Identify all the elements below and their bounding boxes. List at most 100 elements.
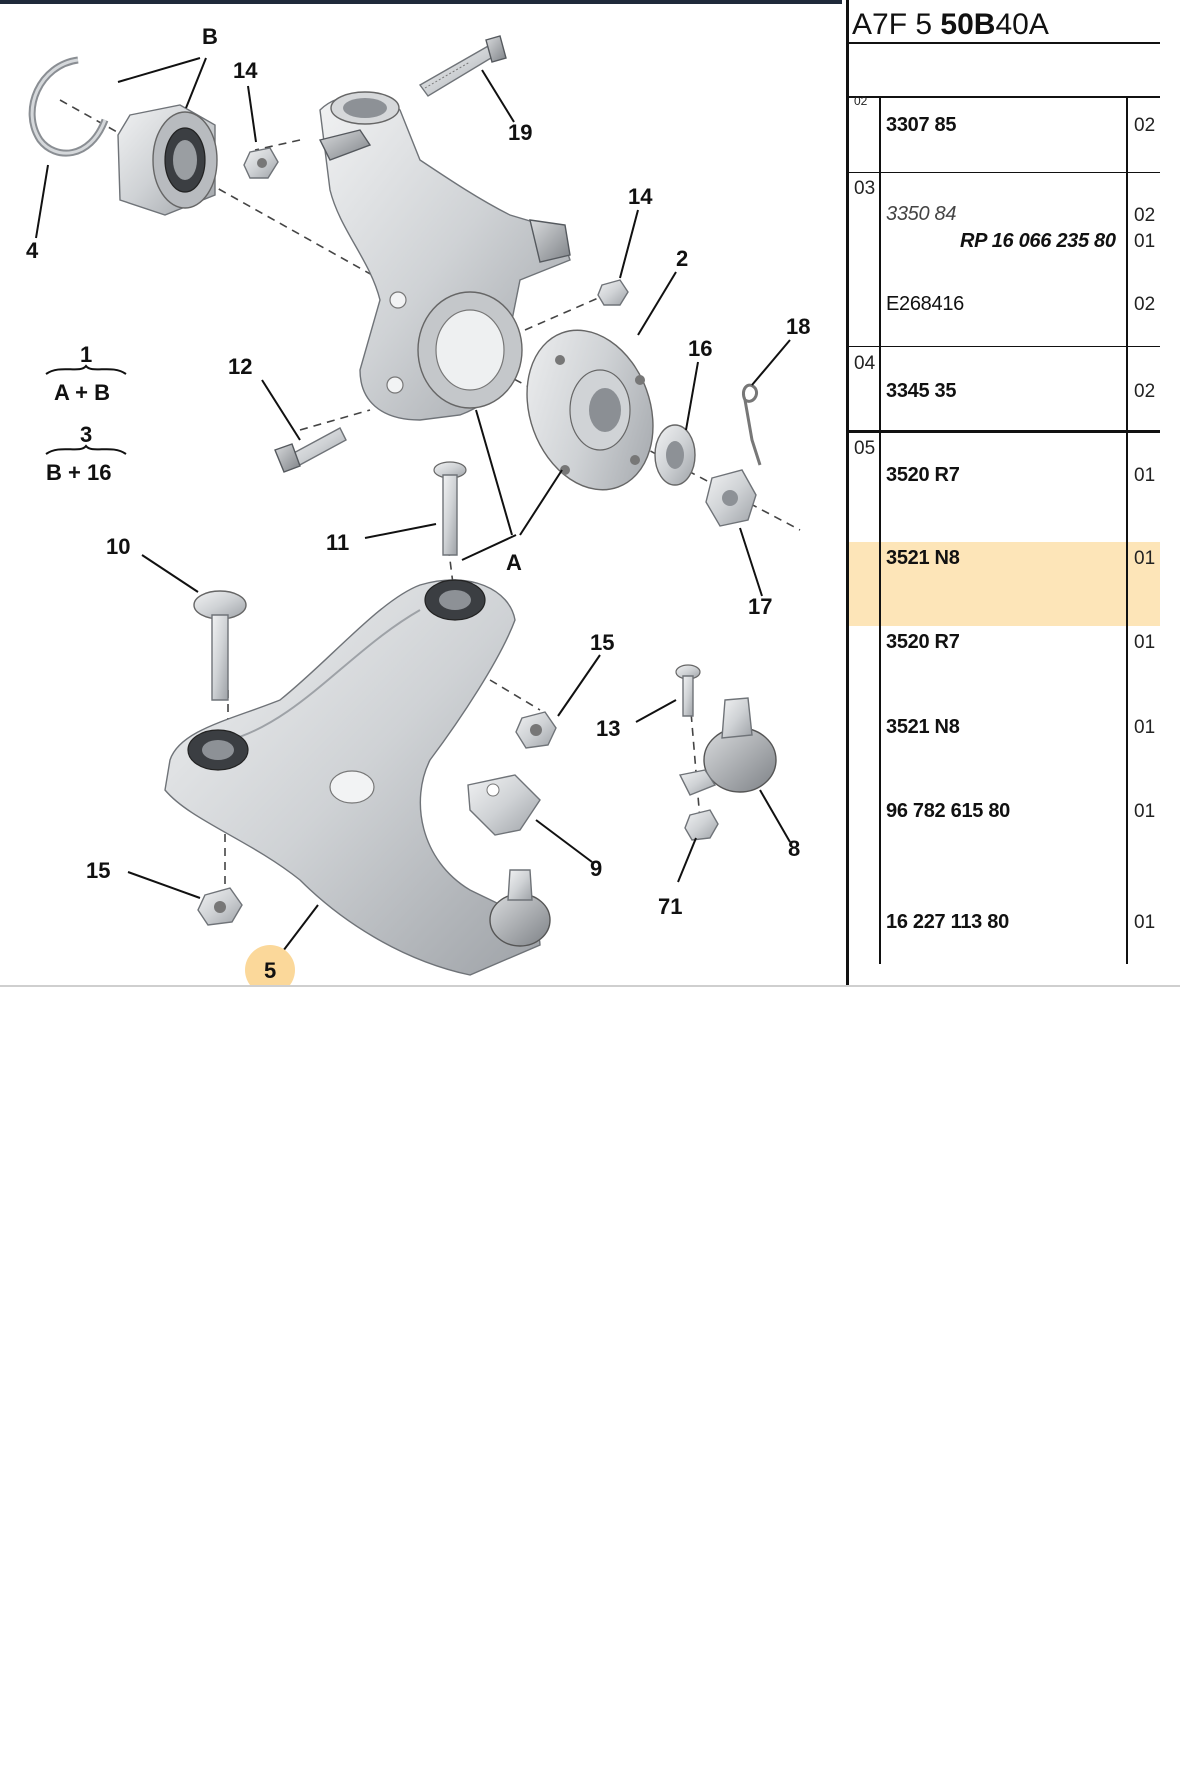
- diagram-top-border: [0, 0, 842, 4]
- row-05d-quantity: 01: [1134, 717, 1156, 738]
- nut-14-right-part: [597, 279, 629, 306]
- bolt-19-part: [418, 35, 507, 97]
- table-qty-rule: [1126, 96, 1128, 964]
- row-03-replacement-number[interactable]: RP 16 066 235 80: [960, 230, 1116, 252]
- table-rule-header: [846, 42, 1160, 44]
- table-rule-3: [846, 346, 1160, 347]
- callout-12: 12: [228, 354, 252, 379]
- axis-line-bolt-13: [689, 699, 701, 821]
- bolt-10-part: [193, 590, 247, 701]
- arm-ball-joint-part: [489, 869, 551, 947]
- leader-2: [637, 271, 677, 336]
- bolt-13-part: [675, 664, 701, 717]
- reference-code: A7F 5 50B40A: [852, 8, 1049, 42]
- row-05d-part-number[interactable]: 3521 N8: [886, 716, 960, 738]
- leader-a-2: [519, 469, 563, 536]
- leader-71: [677, 837, 697, 883]
- row-02-position: 02: [854, 94, 868, 108]
- row-05f-part-number[interactable]: 16 227 113 80: [886, 911, 1009, 933]
- nut-15-left-part: [197, 887, 243, 926]
- legend-kit-1-formula: A + B: [54, 380, 110, 405]
- row-03-position: 03: [854, 178, 876, 199]
- callout-18: 18: [786, 314, 810, 339]
- nut-15-right-part: [515, 711, 557, 749]
- nut-71-part: [684, 809, 719, 841]
- row-03-replacement-quantity: 01: [1134, 231, 1156, 252]
- table-position-rule: [879, 96, 881, 964]
- reference-code-part4: 40A: [995, 8, 1049, 41]
- leader-4: [35, 164, 49, 239]
- leader-14-top: [247, 85, 257, 143]
- row-05c-quantity: 01: [1134, 632, 1156, 653]
- leader-b-1: [117, 57, 201, 83]
- legend-kit-1-brace: [45, 364, 127, 375]
- legend-kit-3-number: 3: [80, 422, 92, 447]
- wheel-bearing-part: [117, 104, 218, 216]
- row-04-position: 04: [854, 353, 876, 374]
- row-05f-quantity: 01: [1134, 912, 1156, 933]
- callout-15-left: 15: [86, 858, 110, 883]
- leader-13: [635, 699, 677, 723]
- row-05b-part-number[interactable]: 3521 N8: [886, 547, 960, 569]
- table-left-rule: [846, 0, 849, 985]
- kit-legend: 1 A + B 3 B + 16: [45, 342, 127, 485]
- leader-12: [261, 379, 301, 441]
- row-04-part-number[interactable]: 3345 35: [886, 380, 957, 402]
- leader-b-2: [185, 57, 207, 109]
- callout-8: 8: [788, 836, 800, 861]
- row-03b-part-number[interactable]: E268416: [886, 293, 964, 315]
- legend-kit-1-number: 1: [80, 342, 92, 367]
- table-rule-4: [846, 430, 1160, 433]
- row-05-position: 05: [854, 438, 876, 459]
- hub-nut-17-part: [705, 469, 757, 527]
- axis-line-bolt-12: [299, 409, 371, 431]
- row-05a-quantity: 01: [1134, 465, 1156, 486]
- reference-code-part1: A7F: [852, 8, 908, 41]
- callout-14-right: 14: [628, 184, 653, 209]
- table-rule-1: [846, 96, 1160, 98]
- axis-line-nut-15-right: [489, 679, 541, 711]
- leader-17: [739, 527, 763, 597]
- callout-17: 17: [748, 594, 772, 619]
- axis-line-nut-top: [254, 139, 301, 151]
- bolt-12-part: [274, 427, 347, 473]
- legend-kit-3-formula: B + 16: [46, 460, 111, 485]
- leader-8: [759, 789, 791, 843]
- leader-9: [535, 819, 593, 863]
- callout-5-highlight: [245, 945, 295, 985]
- callout-b: B: [202, 24, 218, 49]
- callout-19: 19: [508, 120, 532, 145]
- row-05e-quantity: 01: [1134, 801, 1156, 822]
- callout-14-top: 14: [233, 58, 258, 83]
- callout-10: 10: [106, 534, 130, 559]
- lower-control-arm-part: [164, 579, 541, 976]
- row-05a-part-number[interactable]: 3520 R7: [886, 464, 960, 486]
- leader-10: [141, 554, 199, 593]
- nut-14-top-part: [243, 147, 279, 179]
- bracket-9-part: [467, 774, 541, 836]
- washer-16-part: [654, 424, 696, 486]
- row-03-part-number[interactable]: 3350 84: [886, 203, 957, 225]
- callout-15-right: 15: [590, 630, 614, 655]
- table-rule-2: [846, 172, 1160, 173]
- reference-code-part3: 50B: [940, 8, 996, 41]
- leader-15-left: [127, 871, 201, 899]
- parts-table: A7F 5 50B40A 02 3307 85 02 03 3350 84 02…: [846, 0, 1180, 985]
- callout-71: 71: [658, 894, 682, 919]
- split-pin-18-part: [741, 383, 762, 466]
- leader-16: [685, 361, 699, 431]
- row-02-quantity: 02: [1134, 115, 1156, 136]
- leader-18: [751, 339, 791, 386]
- circlip-part: [28, 56, 109, 157]
- callout-11: 11: [326, 530, 349, 555]
- content-bottom-border: [0, 985, 1180, 987]
- callout-2: 2: [676, 246, 688, 271]
- ball-joint-8-part: [678, 697, 777, 796]
- row-02-part-number[interactable]: 3307 85: [886, 114, 957, 136]
- row-05c-part-number[interactable]: 3520 R7: [886, 631, 960, 653]
- callout-13: 13: [596, 716, 620, 741]
- callout-4: 4: [26, 238, 39, 263]
- row-05e-part-number[interactable]: 96 782 615 80: [886, 800, 1011, 822]
- bolt-11-part: [433, 461, 467, 556]
